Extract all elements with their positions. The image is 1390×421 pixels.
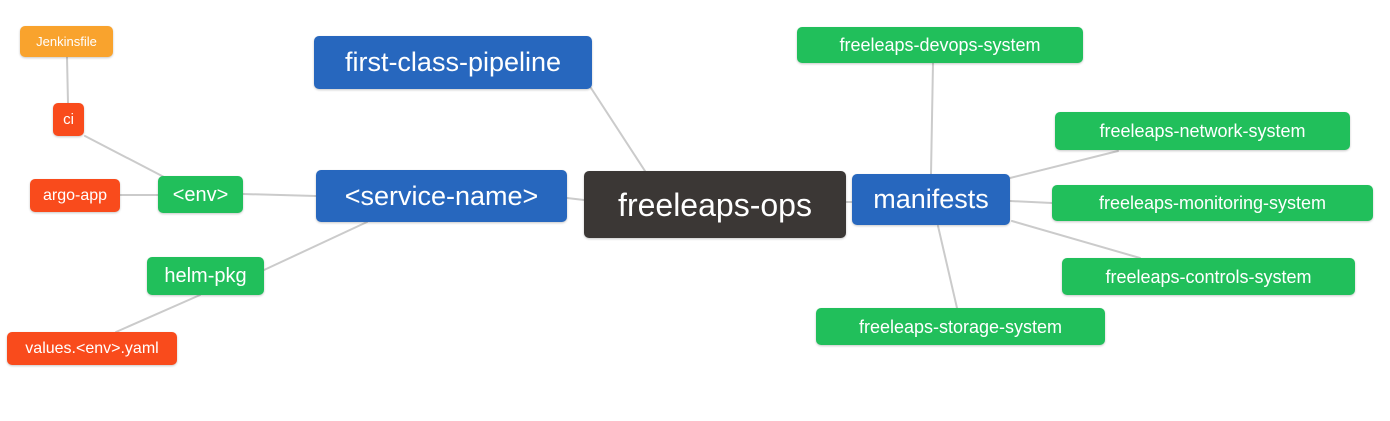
node-freeleaps-monitoring-system[interactable]: freeleaps-monitoring-system: [1052, 185, 1373, 221]
node-jenkinsfile[interactable]: Jenkinsfile: [20, 26, 113, 57]
edge-pipeline-freeleaps-ops: [590, 87, 646, 172]
edge-service-name-ops: [566, 197, 585, 201]
edge-manifests-controls: [1011, 220, 1141, 259]
edge-manifests-storage: [937, 225, 958, 309]
node-values-env-yaml[interactable]: values.<env>.yaml: [7, 332, 177, 365]
edge-env-service-name: [242, 193, 317, 197]
node-manifests[interactable]: manifests: [852, 174, 1010, 225]
edge-manifests-devops: [930, 62, 934, 175]
node-helm-pkg[interactable]: helm-pkg: [147, 257, 264, 295]
node-freeleaps-devops-system[interactable]: freeleaps-devops-system: [797, 27, 1083, 63]
edge-ci-env: [84, 135, 165, 178]
edge-helm-pkg-service-name: [263, 221, 368, 271]
node-argo-app[interactable]: argo-app: [30, 179, 120, 212]
node-service-name[interactable]: <service-name>: [316, 170, 567, 222]
node-first-class-pipeline[interactable]: first-class-pipeline: [314, 36, 592, 89]
node-freeleaps-ops-root[interactable]: freeleaps-ops: [584, 171, 846, 238]
node-env[interactable]: <env>: [158, 176, 243, 213]
edge-manifests-monitoring: [1009, 200, 1053, 204]
edge-values-yaml-helm-pkg: [115, 294, 201, 333]
node-ci[interactable]: ci: [53, 103, 84, 136]
node-freeleaps-storage-system[interactable]: freeleaps-storage-system: [816, 308, 1105, 345]
edge-jenkinsfile-ci: [66, 56, 69, 104]
node-freeleaps-controls-system[interactable]: freeleaps-controls-system: [1062, 258, 1355, 295]
edge-manifests-network: [1009, 150, 1119, 179]
node-freeleaps-network-system[interactable]: freeleaps-network-system: [1055, 112, 1350, 150]
